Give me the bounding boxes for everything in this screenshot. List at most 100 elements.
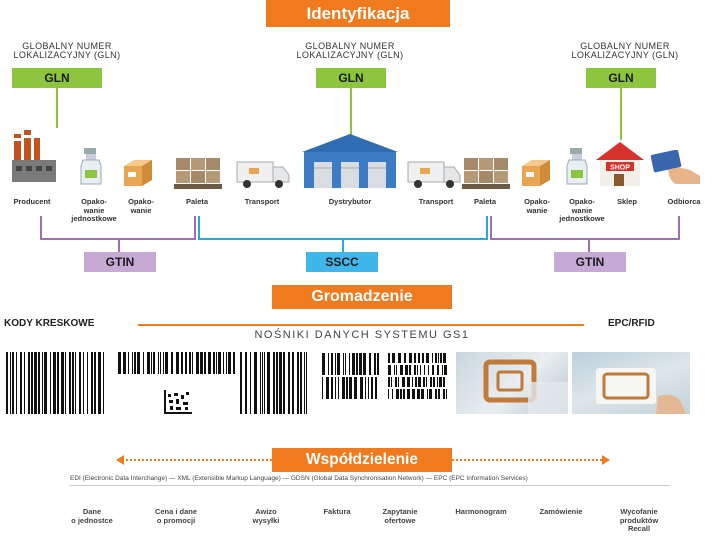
gtin-bracket-left (40, 216, 196, 240)
rfid-label-photo (572, 352, 690, 414)
chain-label-line: wanie (83, 205, 105, 215)
epc-rfid-label: EPC/RFID (608, 318, 655, 329)
gln-caption-line: GLOBALNY NUMER (580, 41, 670, 51)
chain-label-line: Dystrybutor (328, 197, 372, 206)
chain-label: Paleta (462, 197, 508, 207)
gln-box-middle: GLN (316, 68, 386, 88)
chain-label-line: Opako- (81, 197, 107, 206)
gtin-box-right: GTIN (554, 252, 626, 272)
chain-label-line: wanie (571, 205, 593, 215)
share-item: Awizo wysyłki (238, 507, 294, 525)
gln-connector (350, 88, 352, 138)
share-item-line: wysyłki (252, 515, 280, 525)
barcode-gs1-128-image (118, 352, 235, 374)
gln-box-right: GLN (586, 68, 656, 88)
hand-card-icon (650, 150, 700, 184)
chain-label-line: Paleta (473, 197, 497, 206)
barcode-stacked-image (388, 353, 447, 399)
share-item: Wycofanie produktów Recall (604, 507, 674, 534)
chain-label-line: Opako- (569, 197, 595, 206)
factory-icon (12, 130, 56, 182)
share-item-line: Dane (82, 507, 102, 516)
spray-bottle-icon (80, 148, 102, 185)
chain-label: Paleta (172, 197, 222, 207)
warehouse-icon (302, 134, 398, 188)
barcode-itf-image (240, 352, 307, 414)
gln-caption-line: LOKALIZACYJNY (GLN) (571, 50, 679, 60)
chain-label-line: wanie (526, 205, 548, 215)
datamatrix-image (164, 390, 192, 414)
box-icon (522, 160, 550, 186)
bracket-stem (588, 240, 590, 252)
barcode-databar-image (322, 353, 379, 399)
spray-bottle-icon (566, 148, 588, 185)
gln-caption-line: GLOBALNY NUMER (22, 41, 112, 51)
gln-box-left: GLN (12, 68, 102, 88)
chain-label-line: jednostkowe (71, 214, 117, 223)
chain-label-line: Sklep (616, 197, 637, 206)
gln-caption-middle: GLOBALNY NUMER LOKALIZACYJNY (GLN) (285, 42, 415, 60)
share-item-line: Awizo (255, 507, 277, 516)
delivery-van-icon (407, 161, 461, 188)
gln-connector (56, 88, 58, 128)
chain-label-line: Transport (244, 197, 280, 206)
chain-label: Transport (406, 197, 466, 207)
barcode-ean-image (6, 352, 104, 414)
share-item-line: o promocji (156, 515, 196, 525)
gln-connector (620, 88, 622, 140)
arrowhead-right-icon (602, 455, 610, 465)
rfid-tag-photo (456, 352, 568, 414)
gln-caption-line: LOKALIZACYJNY (GLN) (296, 50, 404, 60)
gtin-box-left: GTIN (84, 252, 156, 272)
gln-caption-left: GLOBALNY NUMER LOKALIZACYJNY (GLN) (2, 42, 132, 60)
share-item: Harmonogram (442, 507, 520, 517)
share-item-line: Wycofanie (620, 507, 658, 516)
gln-caption-line: GLOBALNY NUMER (305, 41, 395, 51)
standards-line: EDI (Electronic Data Interchange) — XML … (70, 475, 528, 482)
share-item-line: produktów (619, 515, 659, 525)
sharing-banner: Współdzielenie (272, 448, 452, 472)
carriers-caption: NOŚNIKI DANYCH SYSTEMU GS1 (254, 329, 470, 341)
delivery-van-icon (236, 161, 290, 188)
chain-label-line: wanie (130, 205, 152, 215)
gathering-banner: Gromadzenie (272, 285, 452, 309)
chain-label: Odbiorca (656, 197, 712, 207)
identification-banner: Identyfikacja (266, 0, 450, 27)
chain-label: Opako- wanie jednostkowe (64, 197, 124, 224)
box-icon (124, 160, 152, 186)
bracket-stem (342, 240, 344, 252)
chain-label: Opako- wanie jednostkowe (552, 197, 612, 224)
share-item-line: Cena i dane (154, 507, 198, 516)
pallet-icon (174, 158, 222, 189)
bracket-stem (118, 240, 120, 252)
share-item-line: o jednostce (71, 515, 113, 525)
chain-label-line: Odbiorca (667, 197, 701, 206)
chain-label-line: Opako- (128, 197, 154, 206)
chain-label-line: jednostkowe (559, 214, 605, 223)
gtin-bracket-right (490, 216, 680, 240)
standards-divider (70, 485, 670, 486)
chain-label-line: Paleta (185, 197, 209, 206)
share-item-line: ofertowe (384, 515, 416, 525)
chain-label: Dystrybutor (312, 197, 388, 207)
share-item: Zapytanie ofertowe (370, 507, 430, 525)
shop-sign: SHOP (610, 165, 630, 172)
arrowhead-left-icon (116, 455, 124, 465)
barcodes-label: KODY KRESKOWE (4, 318, 95, 329)
gln-caption-right: GLOBALNY NUMER LOKALIZACYJNY (GLN) (560, 42, 690, 60)
share-item-line: Recall (627, 524, 651, 533)
share-item: Faktura (312, 507, 362, 517)
share-item: Zamówienie (524, 507, 598, 517)
share-item-line: Faktura (323, 507, 351, 516)
share-item: Dane o jednostce (56, 507, 128, 525)
dotted-arrow-right (452, 459, 602, 461)
sscc-bracket (198, 216, 488, 240)
chain-label: Transport (232, 197, 292, 207)
gln-caption-line: LOKALIZACYJNY (GLN) (13, 50, 121, 60)
chain-label-line: Producent (13, 197, 51, 206)
chain-label-line: Transport (418, 197, 454, 206)
chain-label: Opako- wanie (116, 197, 166, 215)
chain-label-line: Opako- (524, 197, 550, 206)
dotted-arrow-left (122, 459, 272, 461)
share-item-line: Harmonogram (455, 507, 507, 516)
